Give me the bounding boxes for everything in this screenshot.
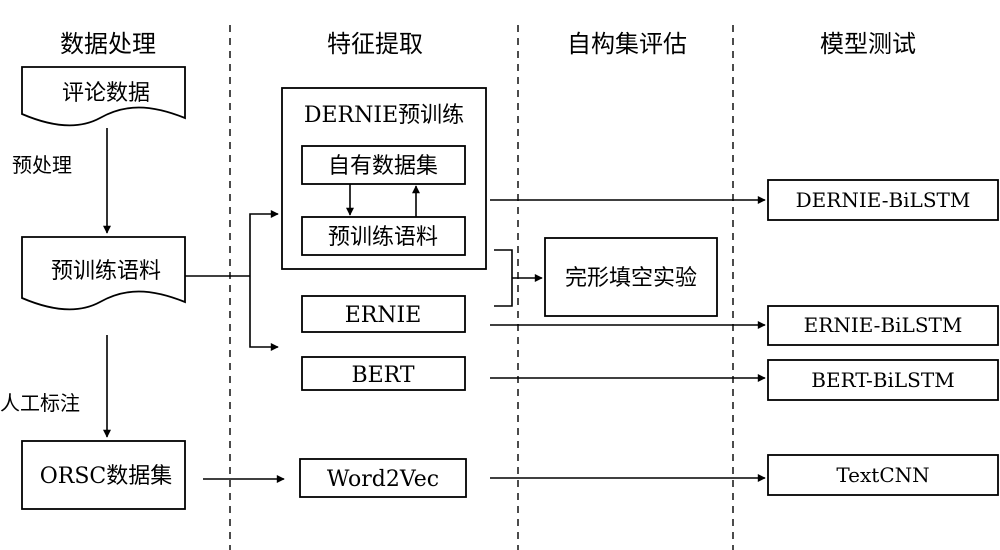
word2vec-box: [299, 458, 467, 498]
bert-label: BERT: [351, 363, 414, 388]
pretrain-corpus-label: 预训练语料: [51, 259, 161, 284]
word2vec-label: Word2Vec: [327, 467, 439, 492]
textcnn-box: [767, 454, 999, 496]
ernie-label: ERNIE: [345, 303, 422, 328]
bert-bilstm-box: [767, 359, 999, 401]
arrow-to-dernie: [249, 210, 279, 276]
cloze-test-label: 完形填空实验: [565, 266, 697, 291]
ernie-bilstm-label: ERNIE-BiLSTM: [804, 313, 963, 337]
dernie-pretrain-title: DERNIE预训练: [304, 103, 464, 128]
cloze-test-box: [544, 237, 718, 317]
pretrain-corpus-doc: [21, 236, 186, 311]
comment-data-doc: [21, 66, 186, 127]
stage-data-processing: 数据处理: [60, 30, 156, 58]
orsc-dataset-box: [21, 440, 186, 510]
manual-label-label: 人工标注: [0, 391, 80, 415]
stage-model-testing: 模型测试: [820, 30, 916, 58]
inner-pretrain-corpus-box: [301, 216, 466, 256]
arrow-to-bert: [249, 276, 279, 351]
bert-bilstm-label: BERT-BiLSTM: [811, 368, 954, 392]
bert-box: [301, 356, 466, 391]
own-dataset-label: 自有数据集: [328, 154, 438, 179]
comment-data-label: 评论数据: [62, 81, 150, 106]
stage-feature-extraction: 特征提取: [327, 30, 423, 58]
ernie-bilstm-box: [767, 305, 999, 346]
own-dataset-box: [301, 145, 466, 185]
orsc-dataset-label: ORSC数据集: [40, 464, 173, 489]
bracket-to-cloze: [494, 249, 513, 307]
ernie-box: [301, 295, 466, 333]
stage-self-built-eval: 自构集评估: [567, 30, 687, 58]
dernie-bilstm-box: [767, 179, 999, 221]
textcnn-label: TextCNN: [836, 463, 929, 487]
dernie-bilstm-label: DERNIE-BiLSTM: [796, 188, 971, 212]
preprocess-label: 预处理: [12, 153, 72, 177]
inner-pretrain-corpus-label: 预训练语料: [328, 225, 438, 250]
